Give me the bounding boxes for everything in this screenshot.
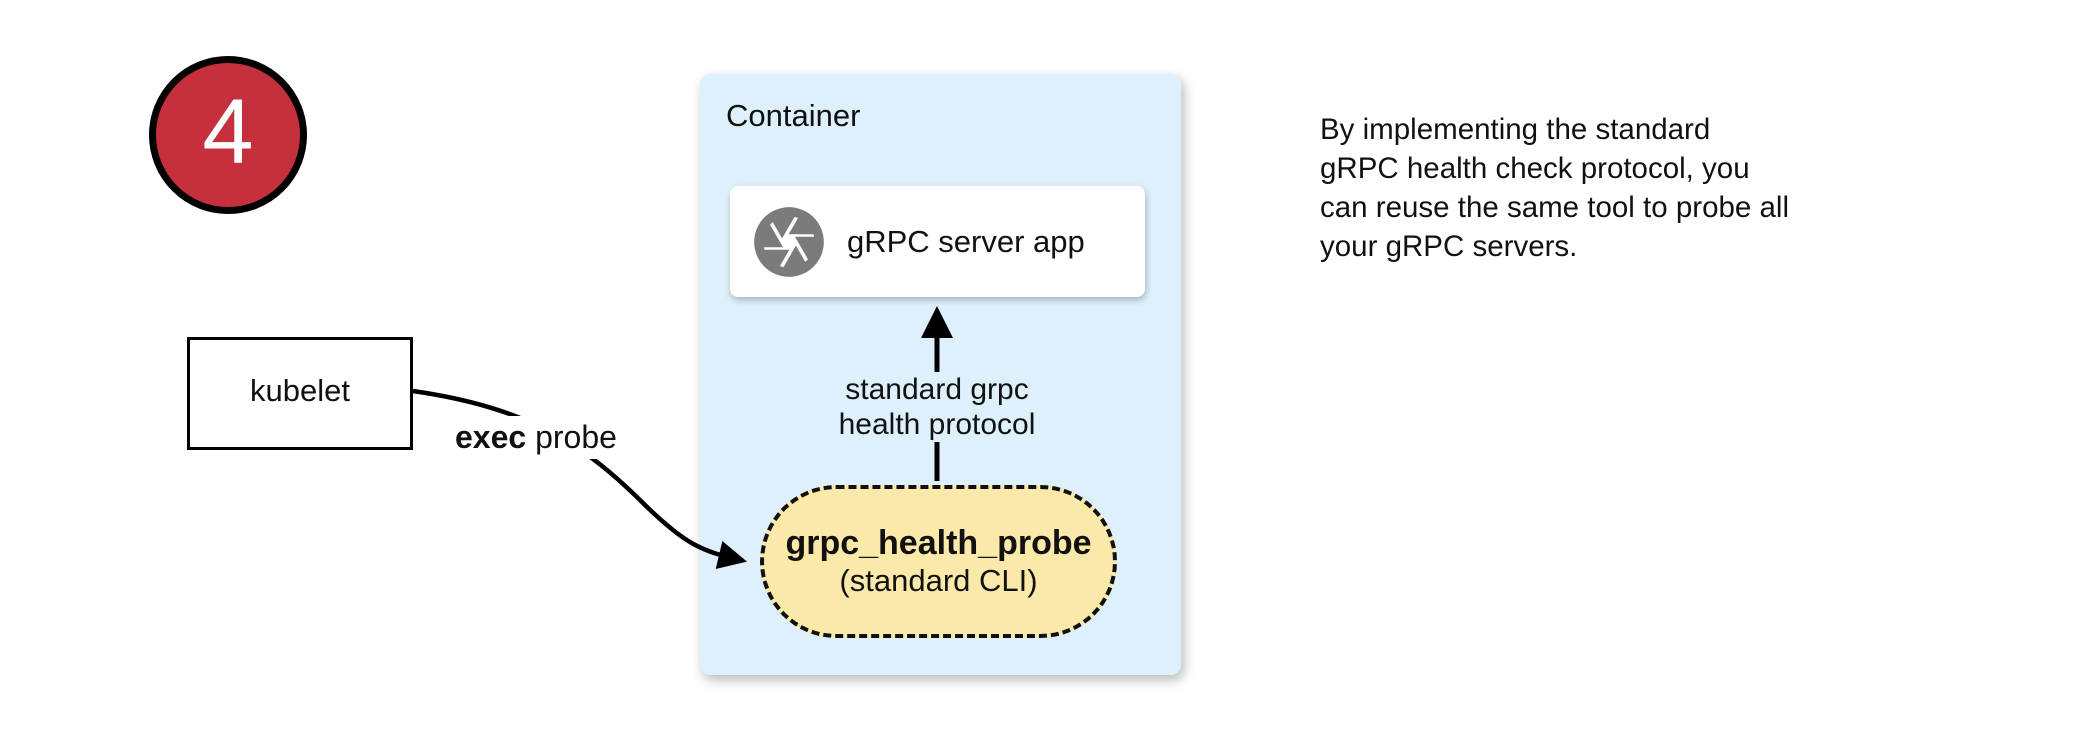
grpc-health-probe-title: grpc_health_probe (785, 524, 1092, 563)
note-paragraph: By implementing the standard gRPC health… (1320, 110, 1840, 266)
grpc-health-probe-box: grpc_health_probe (standard CLI) (760, 485, 1117, 638)
exec-probe-label-regular: probe (526, 419, 617, 455)
protocol-arrow-label: standard grpc health protocol (786, 372, 1088, 442)
exec-probe-label-bold: exec (455, 419, 527, 455)
protocol-arrow-label-line1: standard grpc (845, 373, 1029, 406)
note-line: your gRPC servers. (1320, 230, 1578, 263)
step-number-badge: 4 (149, 56, 307, 214)
step-number: 4 (202, 81, 254, 183)
kubelet-box: kubelet (187, 337, 413, 450)
grpc-health-probe-subtitle: (standard CLI) (839, 563, 1038, 599)
container-label: Container (726, 98, 861, 133)
note-line: gRPC health check protocol, you (1320, 152, 1750, 185)
note-line: By implementing the standard (1320, 113, 1711, 146)
kubelet-label: kubelet (250, 372, 350, 408)
exec-probe-label: exec probe (447, 416, 625, 459)
protocol-arrow-label-line2: health protocol (838, 408, 1036, 441)
grpc-server-app-box: gRPC server app (730, 186, 1145, 297)
grpc-server-app-label: gRPC server app (847, 223, 1085, 259)
note-line: can reuse the same tool to probe all (1320, 191, 1790, 224)
aperture-icon (754, 206, 824, 277)
